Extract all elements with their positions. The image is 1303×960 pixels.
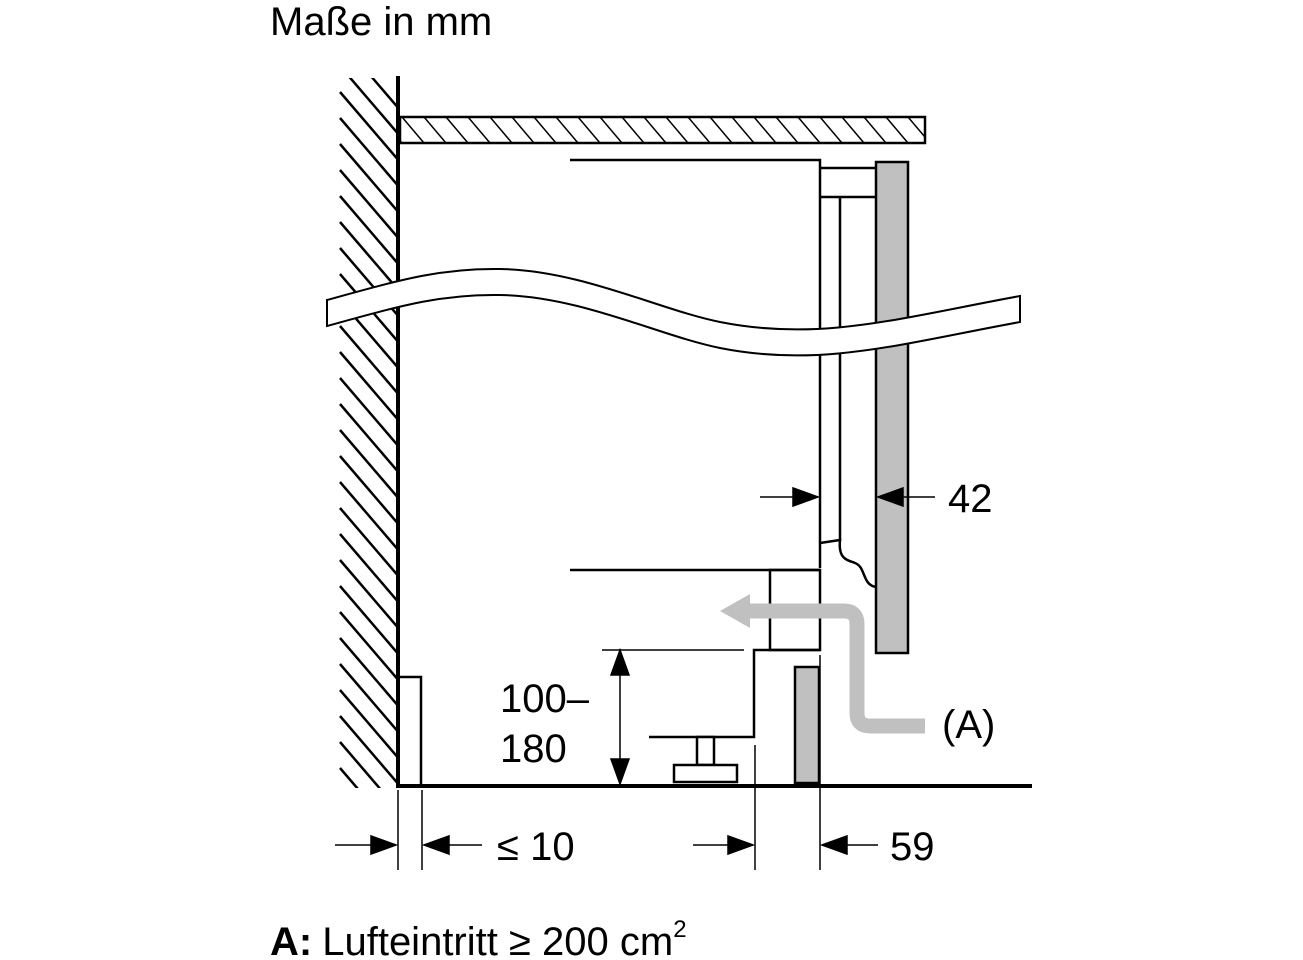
hatch-line	[599, 117, 623, 143]
hatch-line	[339, 585, 398, 656]
hatch-line	[339, 481, 398, 552]
hatch-line	[340, 794, 400, 864]
hatch-line	[930, 117, 952, 143]
hatch-line	[339, 351, 398, 422]
dimension-wall-gap-label: ≤ 10	[497, 825, 575, 869]
hatch-line	[797, 117, 821, 143]
dimension-42	[760, 486, 935, 508]
dimension-plinth-height-label-2: 180	[500, 727, 567, 771]
hatch-line	[467, 117, 491, 143]
hatch-line	[339, 559, 398, 630]
dimension-plinth-setback-label: 59	[890, 825, 935, 869]
hatch-line	[370, 78, 398, 110]
title: Maße in mm	[270, 0, 492, 44]
hatch-line	[339, 767, 359, 788]
break-band	[326, 267, 1021, 357]
hatch-line	[339, 689, 398, 760]
adjustable-foot	[672, 735, 739, 784]
hatch-line	[665, 117, 689, 143]
hatch-line	[339, 741, 382, 788]
hatch-line	[339, 455, 398, 526]
hatch-line	[643, 117, 667, 143]
hatch-line	[339, 325, 398, 396]
hatch-line	[339, 403, 398, 474]
hatch-line	[339, 377, 398, 448]
countertop	[398, 115, 952, 145]
hatch-line	[339, 663, 398, 734]
hatch-line	[775, 117, 799, 143]
appliance-base	[570, 568, 822, 739]
hatch-line	[577, 117, 601, 143]
hatch-line	[339, 143, 398, 214]
hatch-line	[907, 117, 925, 139]
air-flow-arrow	[720, 594, 925, 734]
hatch-line	[819, 117, 843, 143]
furniture-door	[874, 160, 910, 655]
dimension-bottom-lines	[335, 655, 878, 870]
plinth-panel	[793, 665, 821, 785]
hatch-line	[687, 117, 711, 143]
dimension-plinth-height	[602, 647, 744, 787]
hatch-line	[339, 117, 398, 188]
hatch-line	[533, 117, 557, 143]
hatch-line	[731, 117, 755, 143]
hatch-line	[511, 117, 535, 143]
legend-text: Lufteintritt ≥ 200 cm	[322, 920, 673, 960]
wall-spacer	[400, 675, 423, 785]
hatch-line	[340, 820, 400, 890]
hatch-line	[489, 117, 513, 143]
hatch-line	[621, 117, 645, 143]
hatch-line	[339, 611, 398, 682]
legend-key: A:	[270, 920, 312, 960]
wall-hatching	[339, 78, 400, 890]
hatch-line	[401, 117, 425, 143]
dimension-42-label: 42	[948, 477, 993, 521]
hatch-line	[709, 117, 733, 143]
hatch-line	[339, 533, 398, 604]
hatch-line	[339, 169, 398, 240]
hatch-line	[339, 429, 398, 500]
hatch-line	[339, 221, 398, 292]
air-label: (A)	[942, 703, 995, 747]
hatch-line	[555, 117, 579, 143]
hatch-line	[348, 78, 398, 136]
hatch-line	[339, 195, 398, 266]
hatch-line	[339, 91, 398, 162]
hatch-line	[423, 117, 447, 143]
hatch-line	[841, 117, 865, 143]
hatch-line	[339, 715, 398, 786]
dimension-plinth-height-label-1: 100–	[500, 677, 590, 721]
hatch-line	[885, 117, 909, 143]
hatch-line	[445, 117, 469, 143]
appliance-body	[570, 158, 878, 589]
hatch-line	[339, 507, 398, 578]
hatch-line	[753, 117, 777, 143]
legend-superscript: 2	[673, 916, 686, 943]
hatch-line	[863, 117, 887, 143]
legend: A:Lufteintritt ≥ 200 cm2	[270, 916, 687, 960]
hatch-line	[339, 637, 398, 708]
